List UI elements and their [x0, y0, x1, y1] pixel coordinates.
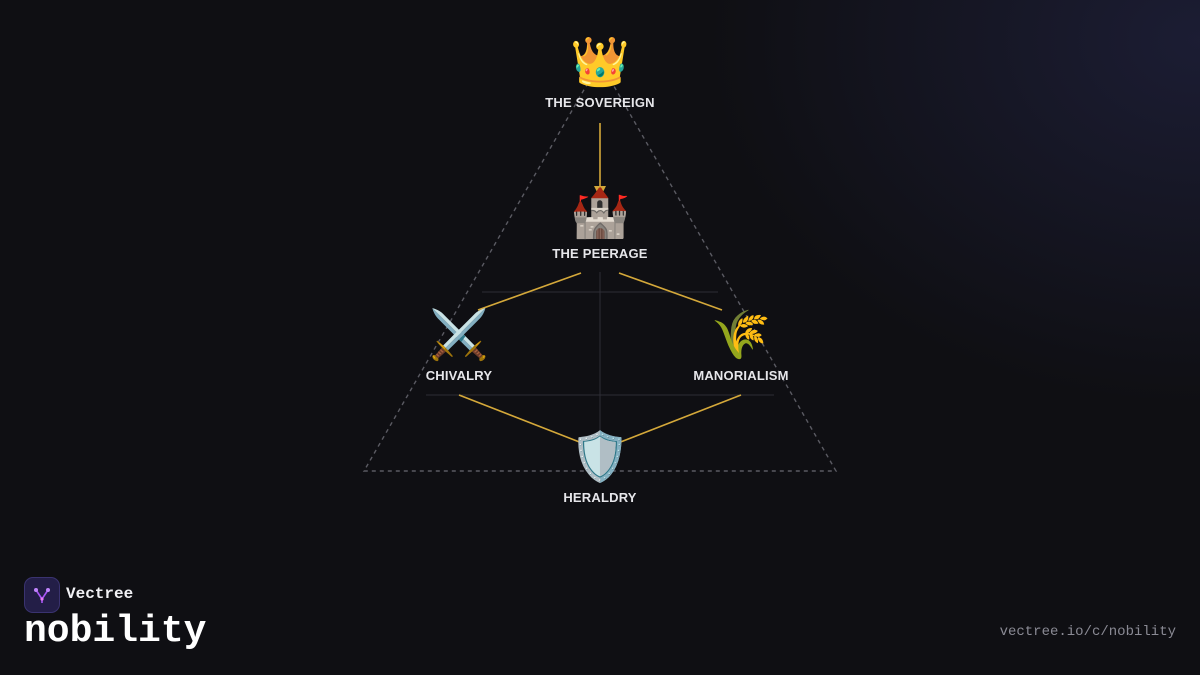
topic-title: nobility: [24, 610, 207, 653]
crown-icon: 👑: [570, 36, 630, 89]
edge-chivalry-heraldry: [458, 394, 583, 444]
brand-name: Vectree: [66, 585, 134, 603]
castle-icon: 🏰: [570, 187, 630, 240]
node-label: MANORIALISM: [693, 368, 789, 383]
vectree-logo-icon: [24, 577, 60, 613]
node-label: CHIVALRY: [425, 368, 493, 383]
topic-url[interactable]: vectree.io/c/nobility: [999, 624, 1176, 640]
node-peerage[interactable]: 🏰 THE PEERAGE: [510, 186, 690, 261]
edge-peerage-manorialism: [618, 272, 723, 311]
edge-peerage-chivalry: [477, 272, 582, 311]
edge-manorialism-heraldry: [617, 394, 742, 444]
node-label: HERALDRY: [563, 490, 637, 505]
wheat-icon: 🌾: [711, 309, 771, 362]
node-chivalry[interactable]: ⚔️ CHIVALRY: [369, 308, 549, 383]
shield-icon: 🛡️: [570, 431, 630, 484]
node-manorialism[interactable]: 🌾 MANORIALISM: [651, 308, 831, 383]
node-heraldry[interactable]: 🛡️ HERALDRY: [510, 430, 690, 505]
node-label: THE PEERAGE: [552, 246, 648, 261]
node-label: THE SOVEREIGN: [545, 95, 655, 110]
node-sovereign[interactable]: 👑 THE SOVEREIGN: [510, 35, 690, 110]
crossed-swords-icon: ⚔️: [429, 309, 489, 362]
